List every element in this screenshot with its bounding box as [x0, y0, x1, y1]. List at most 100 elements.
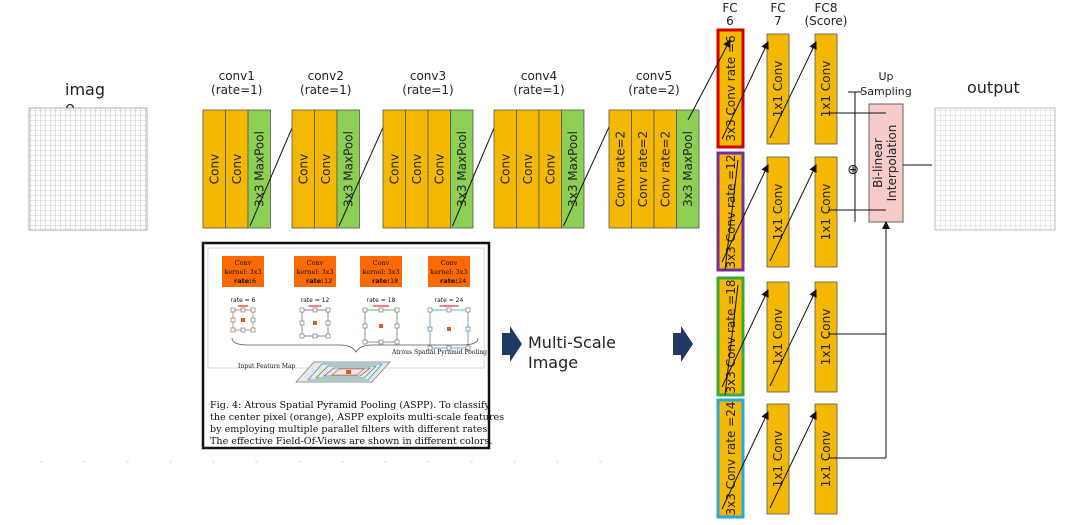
image-label: imag: [65, 80, 105, 99]
caption-line-3: by employing multiple parallel filters w…: [210, 424, 490, 435]
center-pixel: [346, 370, 351, 374]
fc7-label: 1x1 Conv: [771, 431, 785, 488]
conv-group-title: conv3: [410, 69, 446, 83]
fc-connector: [721, 164, 769, 263]
aspp-conv-box: [294, 256, 336, 287]
fov-rate-6: [330, 368, 366, 376]
conv-group-rate: (rate=1): [402, 83, 453, 97]
fc6-atrous-conv-layer: [716, 28, 745, 149]
aspp-brace: [231, 337, 479, 353]
aspp-kernel-tap: [465, 326, 471, 332]
aspp-kernel-tap: [378, 339, 384, 345]
aspp-kernel-tap: [325, 320, 331, 326]
fc8-header-line1: FC8: [815, 1, 838, 15]
aspp-kernel: kernel: 3x3: [224, 268, 261, 276]
layer-label: Conv rate=2: [613, 131, 627, 207]
fc6-chain-connector: [724, 284, 739, 396]
aspp-kernel-tap: [446, 345, 452, 351]
output-image-grid-lines: [935, 108, 1055, 230]
aspp-kernel-tap: [362, 339, 368, 345]
layer-label: 3x3 MaxPool: [455, 131, 469, 207]
caption-line-2: the center pixel (orange), ASPP exploits…: [210, 412, 504, 423]
aspp-kernel-tap: [325, 333, 331, 339]
layer-connector: [563, 113, 616, 227]
fc-connector: [769, 289, 817, 387]
aspp-center-pixel: [241, 318, 245, 322]
fc8-label: 1x1 Conv: [819, 61, 833, 118]
conv-group-rate: (rate=1): [513, 83, 564, 97]
fc7-label: 1x1 Conv: [771, 61, 785, 118]
aspp-rate-label: rate = 18: [367, 297, 396, 304]
aspp-kernel-tap: [250, 307, 256, 313]
image-label-wrap: e: [65, 98, 75, 117]
aspp-kernel-tap: [394, 323, 400, 329]
aspp-kernel-tap: [362, 323, 368, 329]
aspp-kernel-tap: [230, 317, 236, 323]
aspp-kernel-tap: [427, 307, 433, 313]
conv-group-title: conv1: [219, 69, 255, 83]
aspp-rate-key: rate:: [440, 277, 458, 285]
fc6-chain-connector: [724, 159, 739, 271]
multiscale-label-1: Multi-Scale: [528, 333, 616, 352]
fc7-conv-layer: [766, 156, 790, 268]
fc7-conv-layer: [766, 281, 790, 393]
fc8-header-line2: (Score): [805, 14, 848, 28]
aspp-kernel-tap: [312, 307, 318, 313]
fc-connector: [769, 41, 817, 139]
aspp-kernel-tap: [299, 320, 305, 326]
aspp-conv-title: Conv: [441, 259, 458, 267]
layer-label: Conv: [319, 154, 333, 184]
aspp-kernel-tap: [299, 307, 305, 313]
aspp-kernel-tap: [299, 333, 305, 339]
aspp-kernel: kernel: 3x3: [430, 268, 467, 276]
fc7-conv-layer: [766, 33, 790, 145]
up-sampling-label-1: Up: [878, 70, 893, 83]
layer-label: Conv: [230, 154, 244, 184]
fc6-atrous-conv-layer: [716, 276, 745, 397]
aspp-conv-box: [360, 256, 402, 287]
aspp-conv-title: Conv: [235, 259, 252, 267]
fc-connector: [769, 164, 817, 262]
output-label: output: [967, 78, 1020, 97]
aspp-kernel-tap: [362, 307, 368, 313]
aspp-kernel-tap: [465, 307, 471, 313]
fc8-score-layer: [814, 33, 838, 145]
fc8-label: 1x1 Conv: [819, 184, 833, 241]
aspp-kernel-tap: [250, 327, 256, 333]
layer-label: Conv: [207, 154, 221, 184]
fc8-label: 1x1 Conv: [819, 309, 833, 366]
fc6-label: 3x3 Conv rate =12: [724, 155, 738, 269]
aspp-kernel-tap: [250, 317, 256, 323]
fc7-header-line1: FC: [770, 1, 785, 15]
layer-label: Conv: [543, 154, 557, 184]
aspp-rate-label: rate = 12: [301, 297, 330, 304]
fc-connector: [721, 411, 769, 510]
aspp-rate-value: 6: [252, 277, 256, 285]
fc-connector: [769, 411, 817, 509]
fc6-atrous-conv-layer: [716, 151, 745, 272]
fc6-header-line2: 6: [726, 14, 734, 28]
aspp-rate-key: rate:: [372, 277, 390, 285]
fc-connector: [721, 41, 769, 140]
aspp-conv-title: Conv: [307, 259, 324, 267]
fc-connector: [721, 289, 769, 388]
conv-group-rate: (rate=2): [628, 83, 679, 97]
layer-connector: [249, 113, 299, 227]
layer-label: 3x3 MaxPool: [681, 131, 695, 207]
aspp-kernel-tap: [378, 307, 384, 313]
aspp-rate-value: 18: [390, 277, 398, 285]
fc7-conv-layer: [766, 403, 790, 515]
layer-label: 3x3 MaxPool: [341, 131, 355, 207]
conv-group-title: conv5: [636, 69, 672, 83]
aspp-kernel-tap: [465, 345, 471, 351]
bilinear-label-1: Bi-linear: [871, 138, 885, 188]
fc7-label: 1x1 Conv: [771, 309, 785, 366]
fc6-label: 3x3 Conv rate =24: [724, 402, 738, 516]
layer-label: Conv: [498, 154, 512, 184]
fc6-label: 3x3 Conv rate =18: [724, 280, 738, 394]
fc8-score-layer: [814, 403, 838, 515]
conv-group-title: conv2: [308, 69, 344, 83]
layer-label: Conv: [387, 154, 401, 184]
conv-group-rate: (rate=1): [211, 83, 262, 97]
